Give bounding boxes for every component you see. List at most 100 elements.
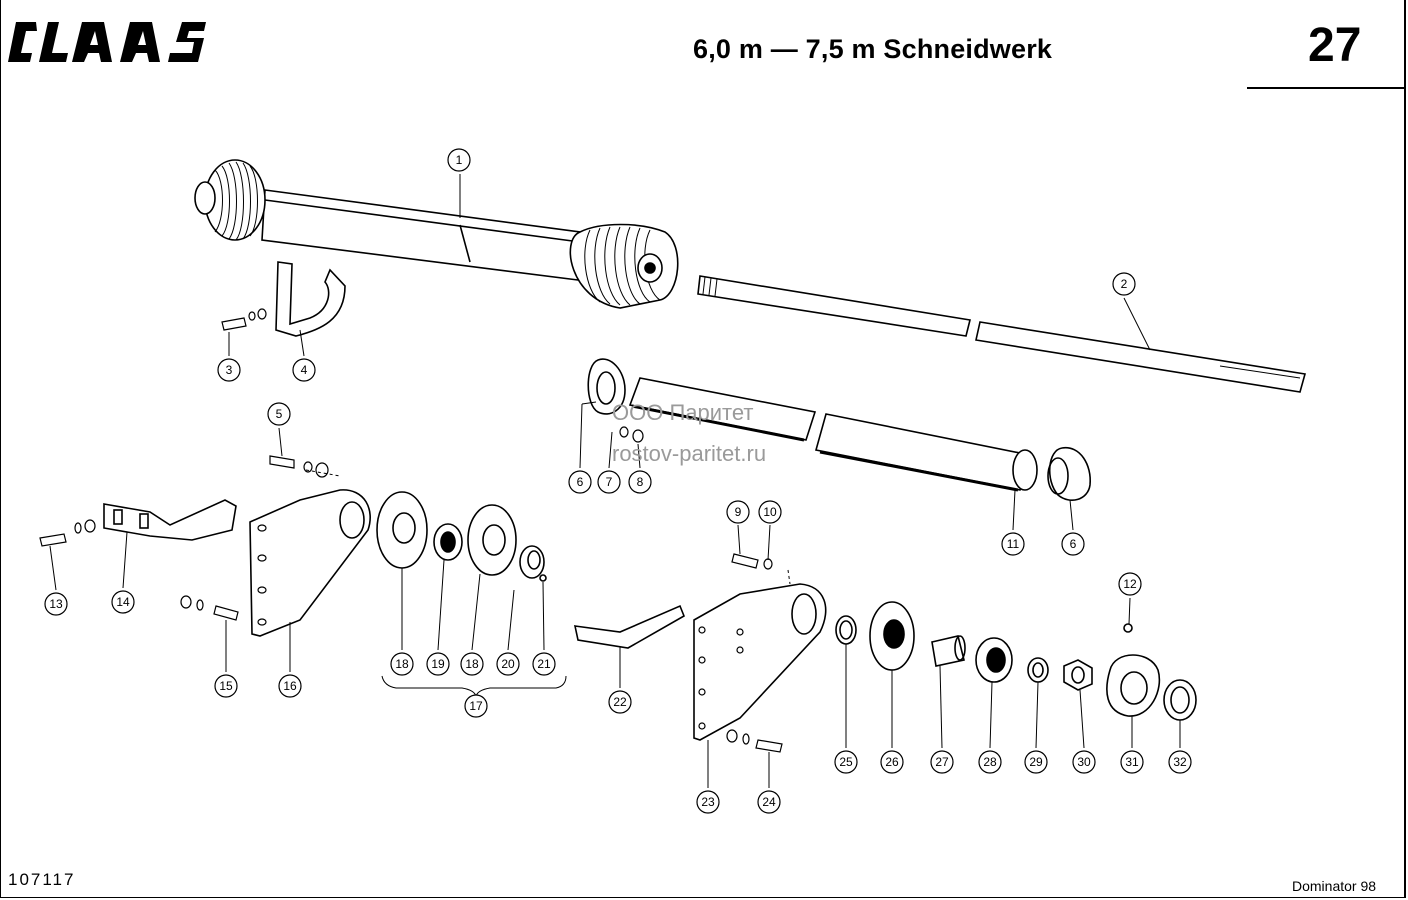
svg-text:4: 4: [301, 363, 308, 377]
svg-text:20: 20: [501, 657, 515, 671]
callout-32: 32: [1168, 750, 1192, 774]
svg-text:6: 6: [577, 475, 584, 489]
svg-text:18: 18: [395, 657, 409, 671]
callout-26: 26: [880, 750, 904, 774]
callout-labels: 1 2 3 4 5 6 7 8 6 9 10 11 12 13 14 15 16…: [44, 148, 1192, 814]
collar-part-20: [519, 545, 545, 579]
page-number: 27: [1308, 19, 1362, 72]
svg-text:6: 6: [1070, 537, 1077, 551]
watermark-url: rostov-paritet.ru: [612, 441, 767, 466]
bolt-part-15: [180, 595, 239, 621]
drive-shaft-part-1: [194, 159, 679, 309]
callout-12: 12: [1118, 572, 1142, 596]
callout-1: 1: [447, 148, 471, 172]
flange-part-26: [869, 601, 915, 671]
svg-text:12: 12: [1123, 577, 1137, 591]
callout-24: 24: [757, 790, 781, 814]
callout-19: 19: [426, 652, 450, 676]
bolt-part-9: [731, 553, 759, 569]
callout-31: 31: [1120, 750, 1144, 774]
callout-18-b: 18: [460, 652, 484, 676]
shaft-part-2: [697, 275, 1307, 393]
svg-text:5: 5: [276, 407, 283, 421]
callout-21: 21: [532, 652, 556, 676]
callout-5: 5: [267, 402, 291, 426]
svg-text:18: 18: [465, 657, 479, 671]
callout-10: 10: [758, 500, 782, 524]
nut-part-30: [1063, 659, 1093, 691]
callout-4: 4: [292, 358, 316, 382]
drawing-number: 107117: [8, 870, 76, 889]
bearing-part-19: [433, 523, 463, 561]
seal-part-32: [1163, 679, 1197, 721]
callout-27: 27: [930, 750, 954, 774]
ring-part-25: [835, 615, 857, 645]
svg-text:15: 15: [219, 679, 233, 693]
svg-text:11: 11: [1007, 537, 1020, 551]
callout-6-left: 6: [568, 470, 592, 494]
svg-text:24: 24: [762, 795, 776, 809]
watermark-company: ООО Паритет: [612, 400, 754, 425]
page-title: 6,0 m — 7,5 m Schneidwerk: [693, 34, 1053, 64]
bolt-part-5: [269, 455, 329, 478]
housing-part-31: [1106, 654, 1161, 717]
svg-text:29: 29: [1029, 755, 1043, 769]
washer-part-7: [619, 426, 629, 438]
plate-part-14: [103, 499, 237, 541]
callout-28: 28: [978, 750, 1002, 774]
callout-22: 22: [608, 690, 632, 714]
bolt-part-24: [726, 729, 783, 753]
svg-text:30: 30: [1077, 755, 1091, 769]
svg-text:1: 1: [456, 153, 463, 167]
svg-text:17: 17: [469, 699, 483, 713]
callout-8: 8: [628, 470, 652, 494]
bolt-part-3: [221, 308, 267, 331]
svg-text:13: 13: [49, 597, 63, 611]
svg-text:9: 9: [735, 505, 742, 519]
callout-25: 25: [834, 750, 858, 774]
svg-text:27: 27: [935, 755, 949, 769]
side-plate-part-23: [693, 583, 827, 741]
tube-part-11: [628, 377, 1038, 492]
svg-text:3: 3: [226, 363, 233, 377]
sleeve-part-27: [931, 635, 966, 667]
callout-23: 23: [696, 790, 720, 814]
svg-text:8: 8: [637, 475, 644, 489]
callout-29: 29: [1024, 750, 1048, 774]
washer-part-10: [763, 558, 773, 570]
callout-15: 15: [214, 674, 238, 698]
bracket-part-4: [275, 261, 346, 337]
flange-part-18-a: [376, 491, 428, 569]
svg-text:10: 10: [763, 505, 777, 519]
screw-part-12: [1123, 623, 1133, 633]
svg-text:2: 2: [1121, 277, 1128, 291]
washer-part-29: [1027, 657, 1049, 683]
callout-2: 2: [1112, 272, 1136, 296]
callout-30: 30: [1072, 750, 1096, 774]
svg-text:19: 19: [431, 657, 445, 671]
callout-17: 17: [464, 694, 488, 718]
callout-16: 16: [278, 674, 302, 698]
callout-6-right: 6: [1061, 532, 1085, 556]
seal-part-6-right: [1047, 447, 1091, 501]
svg-text:28: 28: [983, 755, 997, 769]
svg-text:32: 32: [1173, 755, 1187, 769]
callout-13: 13: [44, 592, 68, 616]
callout-9: 9: [726, 500, 750, 524]
callout-7: 7: [597, 470, 621, 494]
callout-18-a: 18: [390, 652, 414, 676]
seal-part-6-left: [587, 358, 626, 415]
callout-11: 11: [1001, 532, 1025, 556]
svg-text:25: 25: [839, 755, 853, 769]
svg-text:16: 16: [283, 679, 297, 693]
svg-text:23: 23: [701, 795, 715, 809]
model-name: Dominator 98: [1292, 878, 1377, 894]
screw-part-21: [539, 574, 547, 582]
svg-text:22: 22: [613, 695, 627, 709]
flange-part-18-b: [467, 504, 517, 576]
side-plate-part-16: [249, 489, 371, 637]
callout-20: 20: [496, 652, 520, 676]
svg-text:14: 14: [116, 595, 130, 609]
